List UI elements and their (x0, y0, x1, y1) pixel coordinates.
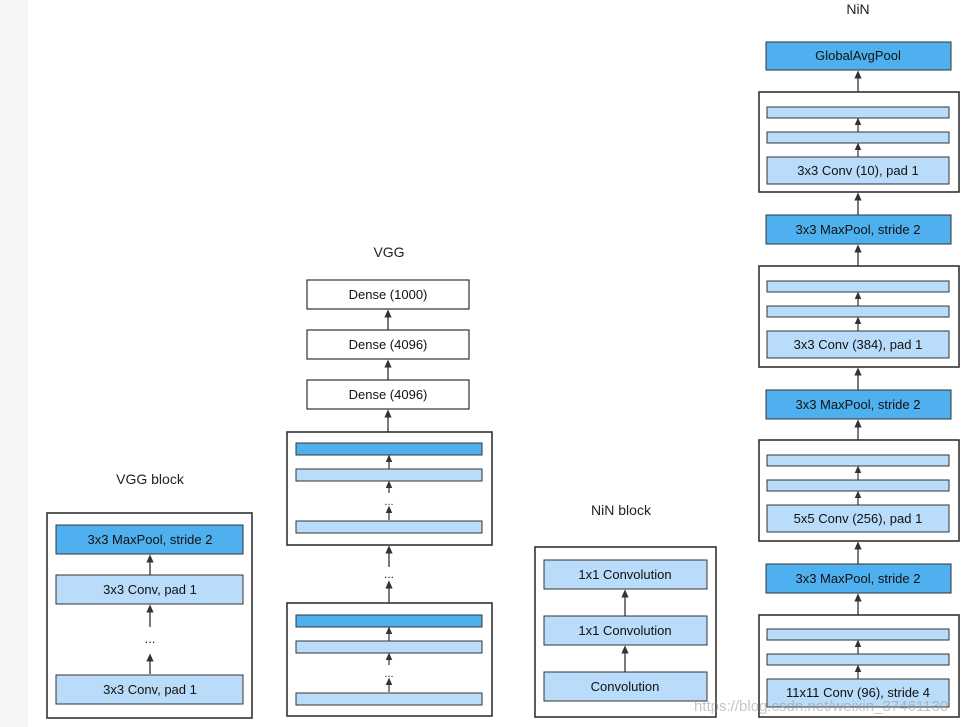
svg-text:3x3 MaxPool, stride 2: 3x3 MaxPool, stride 2 (795, 397, 920, 412)
svg-text:GlobalAvgPool: GlobalAvgPool (815, 48, 901, 63)
vgg-block-ellipsis: ... (145, 631, 156, 646)
ellipsis: ... (384, 496, 393, 508)
nin-block-conv1x1-a: 1x1 Convolution (543, 559, 708, 590)
nin-global-avg-pool: GlobalAvgPool (765, 41, 952, 71)
vgg-dense-1000: Dense (1000) (306, 279, 470, 310)
left-margin-strip (0, 0, 28, 727)
svg-text:1x1 Convolution: 1x1 Convolution (578, 567, 671, 582)
mini-pool-layer (295, 442, 483, 456)
mini-conv-layer (766, 653, 950, 666)
svg-text:Convolution: Convolution (591, 679, 660, 694)
nin-maxpool-3: 3x3 MaxPool, stride 2 (765, 214, 952, 245)
vgg-block-title: VGG block (116, 471, 185, 487)
svg-text:3x3 Conv, pad 1: 3x3 Conv, pad 1 (103, 582, 197, 597)
vgg-block-mini-lower: ... (286, 602, 493, 717)
nin-block-3: 3x3 Conv (384), pad 1 (758, 265, 960, 368)
vgg-block-conv-top: 3x3 Conv, pad 1 (55, 574, 244, 605)
mini-conv-layer (766, 280, 950, 293)
mini-conv-layer (766, 479, 950, 492)
mini-pool-layer (295, 614, 483, 628)
nin-block-title: NiN block (591, 502, 652, 518)
nin-block-3-conv: 3x3 Conv (384), pad 1 (794, 337, 923, 352)
svg-text:3x3 MaxPool, stride 2: 3x3 MaxPool, stride 2 (795, 571, 920, 586)
svg-text:Dense (4096): Dense (4096) (349, 387, 428, 402)
nin-title: NiN (846, 1, 869, 17)
mini-conv-layer (295, 468, 483, 482)
nin-block-1: 11x11 Conv (96), stride 4 (758, 614, 960, 718)
nin-block-2: 5x5 Conv (256), pad 1 (758, 439, 960, 542)
vgg-dense-4096-a: Dense (4096) (306, 329, 470, 360)
svg-text:3x3 MaxPool, stride 2: 3x3 MaxPool, stride 2 (795, 222, 920, 237)
svg-text:Dense (1000): Dense (1000) (349, 287, 428, 302)
nin-block-1-conv: 11x11 Conv (96), stride 4 (786, 685, 930, 700)
nin-maxpool-1: 3x3 MaxPool, stride 2 (765, 563, 952, 594)
mini-conv-layer (766, 106, 950, 119)
vgg-dense-4096-b: Dense (4096) (306, 379, 470, 410)
nin-maxpool-2: 3x3 MaxPool, stride 2 (765, 389, 952, 420)
svg-text:1x1 Convolution: 1x1 Convolution (578, 623, 671, 638)
vgg-block-conv-bottom: 3x3 Conv, pad 1 (55, 674, 244, 705)
mini-conv-layer (766, 628, 950, 641)
nin-block-conv1x1-b: 1x1 Convolution (543, 615, 708, 646)
svg-text:Dense (4096): Dense (4096) (349, 337, 428, 352)
nin-block-4: 3x3 Conv (10), pad 1 (758, 91, 960, 193)
nin-block-2-conv: 5x5 Conv (256), pad 1 (794, 511, 923, 526)
mini-conv-layer (766, 131, 950, 144)
vgg-block-maxpool: 3x3 MaxPool, stride 2 (55, 524, 244, 555)
mini-conv-layer (766, 305, 950, 318)
vgg-ellipsis: ... (384, 567, 394, 581)
mini-conv-layer (766, 454, 950, 467)
mini-conv-layer (295, 692, 483, 706)
svg-text:3x3 Conv, pad 1: 3x3 Conv, pad 1 (103, 682, 197, 697)
vgg-title: VGG (373, 244, 404, 260)
svg-text:3x3 MaxPool, stride 2: 3x3 MaxPool, stride 2 (87, 532, 212, 547)
nin-block-4-conv: 3x3 Conv (10), pad 1 (797, 163, 918, 178)
vgg-block-mini-upper: ... (286, 431, 493, 546)
watermark: https://blog.csdn.net/weixin_37461130 (694, 698, 949, 715)
mini-conv-layer (295, 520, 483, 534)
ellipsis: ... (384, 668, 393, 680)
mini-conv-layer (295, 640, 483, 654)
nin-block-convolution: Convolution (543, 671, 708, 702)
